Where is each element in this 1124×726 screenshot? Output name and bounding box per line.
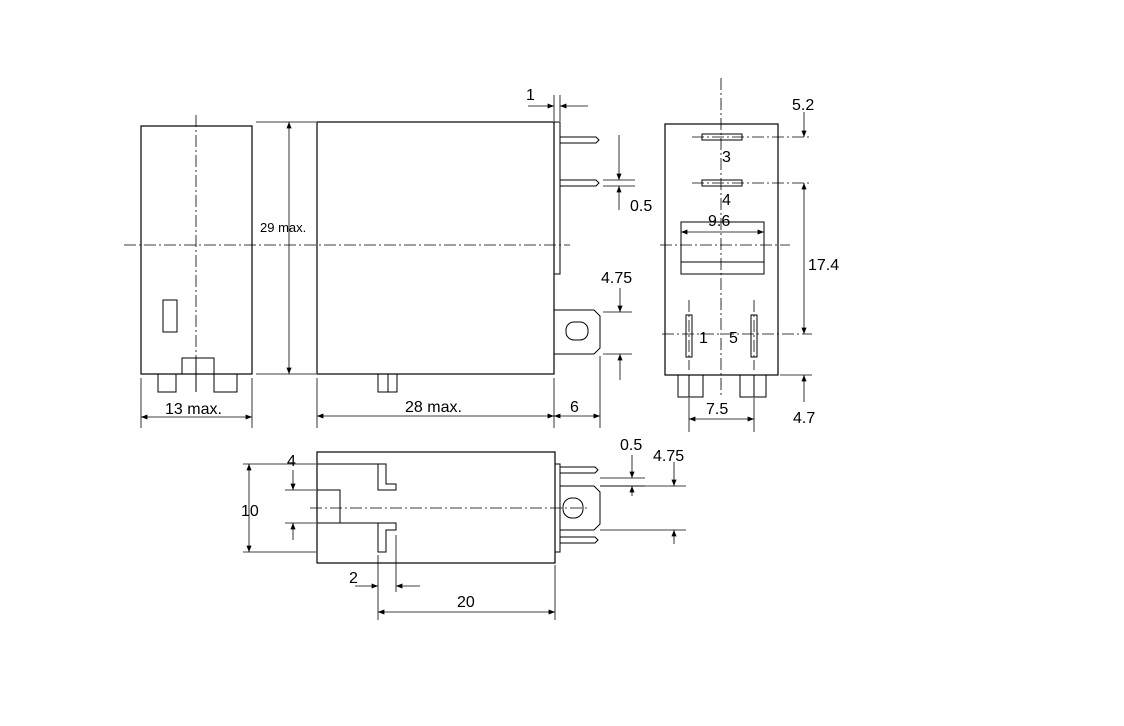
side-view-left: 13 max. (124, 115, 570, 428)
pin-pitch-top-label: 5.2 (792, 97, 814, 114)
height-max-label: 29 max. (260, 220, 306, 235)
bracket-hole-label: 4.75 (601, 270, 632, 287)
tab-pitch-label: 20 (457, 594, 475, 611)
pin-thickness-label: 0.5 (630, 198, 652, 215)
pin-pitch-vertical-label: 17.4 (808, 257, 839, 274)
terminal-4-label: 4 (722, 192, 731, 209)
end-view-right: 3 4 9.6 1 5 7.5 5.2 17.4 (660, 78, 839, 432)
bottom-hole-label: 4.75 (653, 448, 684, 465)
bottom-pin-thickness-label: 0.5 (620, 437, 642, 454)
pin-offset-bottom-label: 4.7 (793, 410, 815, 427)
terminal-5-label: 5 (729, 330, 738, 347)
bottom-view: 10 4 2 20 0.5 4.75 (241, 437, 686, 620)
terminal-3-label: 3 (722, 149, 731, 166)
width-max-label: 13 max. (165, 401, 222, 418)
length-max-label: 28 max. (405, 399, 462, 416)
front-view: 29 max. 28 max. 6 1 0.5 4.75 (256, 87, 652, 428)
base-height-label: 10 (241, 503, 259, 520)
bracket-depth-label: 6 (570, 399, 579, 416)
terminal-1-label: 1 (699, 330, 708, 347)
tab-width-label: 2 (349, 570, 358, 587)
slot-width-label: 9.6 (708, 213, 730, 230)
flange-thickness-label: 1 (526, 87, 535, 104)
bottom-pitch-label: 7.5 (706, 401, 728, 418)
slot-depth-label: 4 (287, 453, 296, 470)
